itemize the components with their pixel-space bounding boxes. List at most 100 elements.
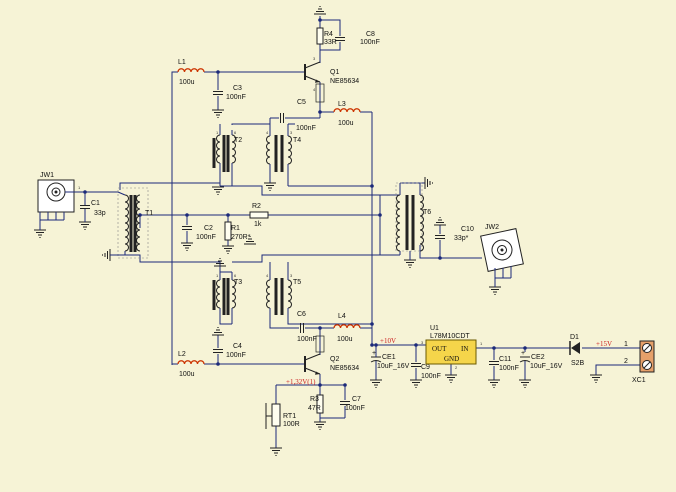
l4-ref: L4 [338, 313, 346, 320]
transformer-t4: T4 [266, 130, 301, 176]
q1-value: NE85634 [330, 78, 359, 85]
ce2-ref: CE2 [531, 354, 545, 361]
q2-ref: Q2 [330, 356, 339, 363]
c5-ref: C5 [297, 99, 306, 106]
c10-value: 33p* [454, 235, 469, 242]
svg-text:2: 2 [455, 365, 458, 370]
jw2-ref: JW2 [485, 224, 499, 231]
capacitor-c8: C8 100nF [334, 31, 380, 46]
connector-jw2: JW2 [480, 224, 524, 287]
r2-ref: R2 [252, 203, 261, 210]
resistor-r4: R4 33R [316, 27, 337, 46]
u1-pin-in: IN [461, 345, 468, 353]
svg-text:4: 4 [266, 273, 269, 278]
svg-text:4: 4 [266, 130, 269, 135]
c8-ref: C8 [366, 31, 375, 38]
c7-ref: C7 [352, 396, 361, 403]
r1-value: 270R* [231, 234, 251, 241]
c8-value: 100nF [360, 39, 380, 46]
xc1-pin-1: 1 [624, 341, 628, 348]
u1-pin-gnd: GND [444, 355, 459, 363]
capacitor-c10: C10 33p* [434, 226, 474, 242]
ce1-ref: CE1 [382, 354, 396, 361]
l1-value: 100u [179, 79, 195, 86]
c5-value: 100nF [296, 125, 316, 132]
inductor-l1: L1 100u [177, 59, 205, 86]
diode-d1: D1 S2B [569, 334, 585, 367]
transformer-t6: T6 [395, 182, 431, 260]
svg-text:1: 1 [480, 341, 483, 346]
c11-ref: C11 [499, 356, 511, 363]
r2-value: 1k [254, 221, 262, 228]
transformer-t3: T3 [212, 272, 242, 324]
c7-value: 100nF [345, 405, 365, 412]
c1-ref: C1 [91, 200, 100, 207]
svg-text:6: 6 [234, 273, 237, 278]
c3-value: 100nF [226, 94, 246, 101]
c9-ref: C9 [421, 364, 430, 371]
jw1-ref: JW1 [40, 172, 54, 179]
capacitor-c5: C5 100nF [280, 99, 316, 132]
t5-ref: T5 [293, 279, 301, 286]
svg-text:3: 3 [421, 340, 424, 345]
t1-ref: T1 [145, 210, 153, 217]
terminal-xc1: XC1 1 2 [624, 340, 655, 384]
l3-value: 100u [338, 120, 354, 127]
xc1-ref: XC1 [632, 377, 646, 384]
net-label-10v: +10V [380, 337, 396, 345]
svg-text:4: 4 [313, 87, 316, 92]
capacitor-c7: C7 100nF [339, 396, 365, 412]
capacitor-c3: C3 100nF [212, 85, 246, 101]
c6-ref: C6 [297, 311, 306, 318]
capacitor-c11: C11 100nF [488, 356, 519, 372]
c3-ref: C3 [233, 85, 242, 92]
resistor-r3: R3 47R [308, 394, 324, 414]
c6-value: 100nF [297, 336, 317, 343]
t4-ref: T4 [293, 137, 301, 144]
resistor-r2: R2 1k [249, 203, 269, 228]
l1-ref: L1 [178, 59, 186, 66]
transformer-t1: T1 [110, 187, 153, 259]
r3-value: 47R [308, 405, 321, 412]
trimmer-rt1: RT1 100R [265, 403, 300, 429]
l4-value: 100u [337, 336, 353, 343]
regulator-u1: OUT IN GND U1 L78M10CDT [425, 325, 477, 365]
svg-text:1: 1 [216, 273, 219, 278]
rt1-ref: RT1 [283, 413, 296, 420]
capacitor-ce2: + CE2 10uF_16V [519, 350, 563, 370]
inductor-l2: L2 100u [177, 351, 205, 378]
t2-ref: T2 [234, 137, 242, 144]
q2-value: NE85634 [330, 365, 359, 372]
net-label-1v32: +1,32V(1) [286, 378, 316, 386]
svg-text:1: 1 [78, 185, 81, 190]
capacitor-c1: C1 33p [79, 200, 106, 222]
transformer-t2: T2 [212, 130, 242, 186]
q1-ref: Q1 [330, 69, 339, 76]
capacitor-c9: C9 100nF [410, 363, 441, 380]
u1-pin-out: OUT [432, 345, 447, 353]
t3-ref: T3 [234, 279, 242, 286]
r4-value: 33R [324, 39, 337, 46]
ce2-value: 10uF_16V [530, 363, 563, 370]
svg-text:3: 3 [290, 130, 293, 135]
c2-value: 100nF [196, 234, 216, 241]
capacitor-c2: C2 100nF [181, 225, 216, 241]
t6-ref: T6 [423, 209, 431, 216]
xc1-pin-2: 2 [624, 358, 628, 365]
ce1-value: 10uF_16V [377, 363, 410, 370]
d1-ref: D1 [570, 334, 579, 341]
pin-numbers: 1 3 1 2 3 4 1 6 4 3 1 6 4 3 [78, 56, 483, 370]
l3-ref: L3 [338, 101, 346, 108]
c4-value: 100nF [226, 352, 246, 359]
svg-text:3: 3 [290, 273, 293, 278]
c2-ref: C2 [204, 225, 213, 232]
r4-ref: R4 [324, 31, 333, 38]
connector-jw1: JW1 [37, 172, 75, 230]
c10-ref: C10 [461, 226, 474, 233]
resistor-r1: R1 270R* [224, 221, 251, 241]
net-label-15v: +15V [596, 340, 612, 348]
svg-text:6: 6 [234, 130, 237, 135]
capacitor-ce1: + CE1 10uF_16V [370, 350, 410, 370]
c1-value: 33p [94, 210, 106, 217]
